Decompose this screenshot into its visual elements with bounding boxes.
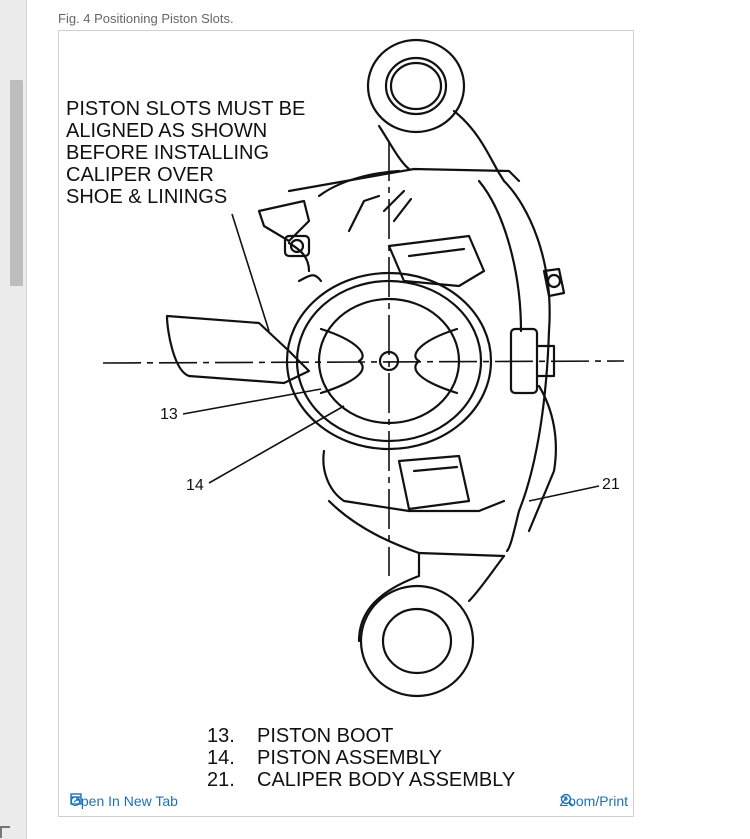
callout-line-2: ALIGNED AS SHOWN [66,120,267,142]
part-label-13: 13 [160,406,178,423]
legend-text-2: PISTON ASSEMBLY [257,747,442,769]
callout-line-5: SHOE & LININGS [66,186,227,208]
figure-caption: Fig. 4 Positioning Piston Slots. [58,11,234,26]
callout-text: PISTON SLOTS MUST BE ALIGNED AS SHOWN BE… [66,98,305,208]
zoom-in-icon [560,793,574,807]
part-label-21: 21 [602,476,620,493]
open-in-new-tab-link[interactable]: Open In New Tab [70,793,178,809]
caliper-diagram: PISTON SLOTS MUST BE ALIGNED AS SHOWN BE… [66,38,625,791]
left-scroll-rail [0,0,27,839]
zoom-print-label: Zoom/Print [559,793,628,809]
rail-corner-mark [0,826,10,838]
legend-text-3: CALIPER BODY ASSEMBLY [257,769,515,791]
scrollbar-thumb[interactable] [10,80,23,286]
part-label-14: 14 [186,477,204,494]
open-in-new-tab-label: Open In New Tab [70,793,178,809]
zoom-print-link[interactable]: Zoom/Print [560,793,628,809]
open-new-tab-icon [70,793,82,805]
legend-text-1: PISTON BOOT [257,725,393,747]
figure-frame: PISTON SLOTS MUST BE ALIGNED AS SHOWN BE… [58,30,634,817]
legend-num-2: 14. [207,747,235,769]
callout-line-4: CALIPER OVER [66,164,214,186]
callout-line-3: BEFORE INSTALLING [66,142,269,164]
callout-line-1: PISTON SLOTS MUST BE [66,98,305,120]
parts-legend: 13. PISTON BOOT 14. PISTON ASSEMBLY 21. … [207,725,515,791]
figure-footer: Open In New Tab Zoom/Print [60,788,632,815]
legend-num-1: 13. [207,725,235,747]
legend-num-3: 21. [207,769,235,791]
